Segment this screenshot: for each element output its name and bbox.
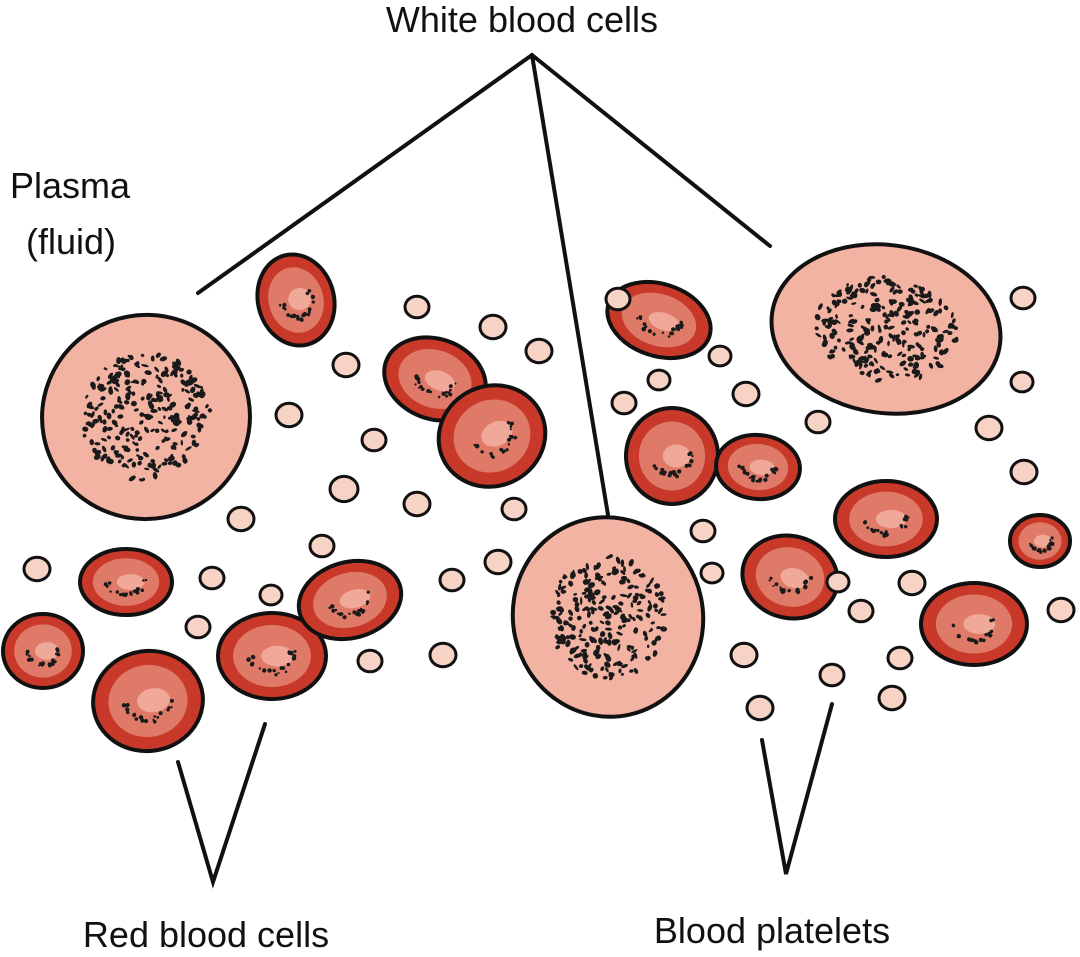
- label-red-blood-cells: Red blood cells: [83, 914, 329, 955]
- platelet: [804, 409, 832, 435]
- platelet: [274, 401, 304, 429]
- platelet: [646, 368, 672, 392]
- red-blood-cell: [216, 611, 328, 701]
- platelet: [707, 344, 733, 368]
- red-blood-cell: [624, 406, 720, 506]
- red-blood-cell: [605, 280, 713, 360]
- red-blood-cell: [919, 581, 1029, 667]
- nucleus: [814, 274, 959, 383]
- leader-lines: [176, 53, 834, 889]
- red-blood-cell: [1008, 513, 1072, 569]
- platelet: [22, 555, 52, 583]
- red-blood-cell: [91, 648, 205, 754]
- label-blood-platelets: Blood platelets: [654, 910, 890, 951]
- platelet: [610, 390, 638, 416]
- platelet: [699, 561, 725, 585]
- rbc-leader: [176, 722, 267, 889]
- platelet: [524, 337, 554, 365]
- red-blood-cell: [833, 479, 939, 559]
- platelet: [478, 313, 508, 341]
- platelet: [897, 569, 927, 597]
- platelet: [877, 684, 907, 712]
- platelet: [825, 570, 851, 594]
- platelet: [745, 694, 775, 722]
- red-blood-cell: [714, 432, 802, 502]
- red-blood-cell: [382, 335, 488, 423]
- wbc-leader-left: [196, 53, 534, 295]
- red-blood-cell: [78, 547, 174, 617]
- white-blood-cell: [40, 312, 252, 522]
- platelet: [403, 294, 431, 320]
- platelet: [886, 645, 914, 671]
- platelet: [356, 648, 384, 674]
- white-blood-cell: [510, 515, 706, 719]
- white-blood-cell: [769, 242, 1003, 416]
- platelet: [974, 414, 1004, 442]
- platelet: [483, 548, 513, 576]
- nucleus: [82, 352, 213, 482]
- red-blood-cell: [436, 383, 548, 489]
- platelet: [428, 641, 458, 669]
- red-blood-cell: [1, 612, 85, 690]
- wbc-leader-right: [530, 53, 772, 248]
- platelet: [258, 583, 284, 607]
- blood-platelets: [22, 285, 1076, 722]
- red-blood-cells: [1, 252, 1072, 754]
- white-blood-cells: [40, 242, 1003, 719]
- platelet: [1009, 285, 1037, 311]
- platelet: [1046, 596, 1076, 624]
- platelet: [1009, 370, 1035, 394]
- platelet: [226, 505, 256, 533]
- platelet: [402, 490, 432, 518]
- platelet: [198, 565, 226, 591]
- label-plasma-fluid: (fluid): [26, 221, 116, 262]
- label-white-blood-cells: White blood cells: [386, 0, 658, 40]
- platelet: [308, 533, 336, 559]
- platelet: [184, 614, 212, 640]
- platelet: [500, 496, 528, 522]
- red-blood-cell: [255, 252, 337, 348]
- platelet: [328, 474, 360, 504]
- platelet: [729, 641, 759, 669]
- platelet: [604, 286, 632, 312]
- platelet: [438, 567, 466, 593]
- platelet: [818, 662, 846, 688]
- nucleus: [550, 554, 668, 681]
- platelet-leader: [760, 702, 834, 875]
- platelet: [731, 380, 761, 408]
- red-blood-cell: [296, 558, 404, 642]
- platelet: [1009, 458, 1039, 486]
- platelet: [360, 427, 388, 453]
- wbc-leader-middle: [530, 53, 610, 517]
- label-plasma: Plasma: [10, 165, 131, 206]
- platelet: [689, 518, 717, 544]
- platelet: [847, 598, 875, 624]
- platelet: [331, 351, 361, 379]
